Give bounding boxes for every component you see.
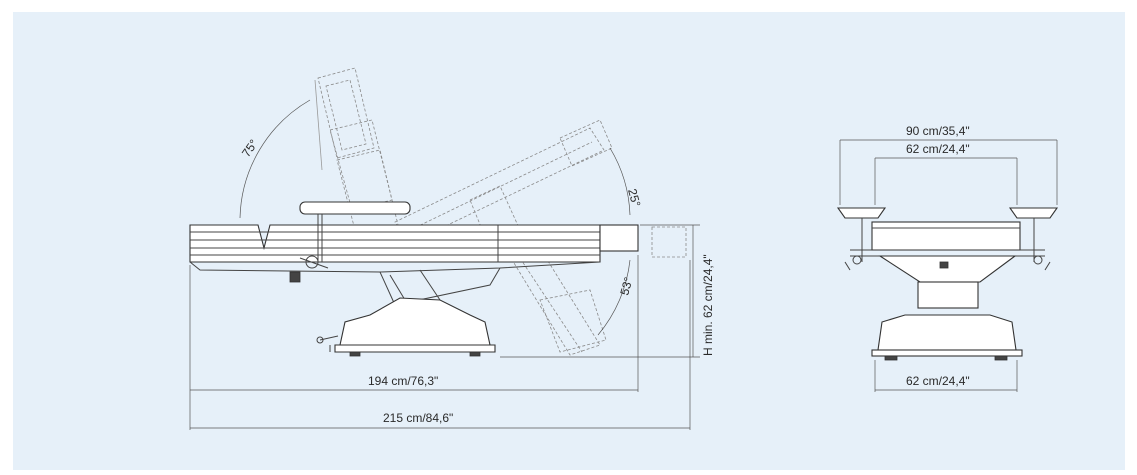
label-angle-leg-up: 25° (625, 187, 643, 208)
label-angle-back: 75° (239, 137, 261, 160)
dim-height (500, 224, 700, 358)
lift-mechanism (289, 255, 501, 306)
front-view (836, 139, 1059, 392)
dim-length-total (190, 260, 691, 430)
dim-length-seat (189, 255, 639, 430)
label-width-inner: 62 cm/24,4" (906, 142, 970, 156)
arc-leg-down-angle (597, 259, 631, 336)
side-view (189, 67, 700, 430)
armrest (299, 201, 411, 262)
arc-back-angle (239, 99, 311, 219)
right-arm-pad (1008, 207, 1059, 219)
left-arm-pad (836, 207, 887, 219)
label-width-base: 62 cm/24,4" (906, 374, 970, 388)
arc-leg-angle (609, 147, 631, 216)
base (316, 297, 496, 357)
label-width-total: 90 cm/35,4" (906, 124, 970, 138)
label-length-seat: 194 cm/76,3" (368, 374, 438, 388)
label-height-min: H min. 62 cm/24,4" (701, 254, 715, 356)
label-length-total: 215 cm/84,6" (383, 411, 453, 425)
bed-surface (189, 224, 687, 273)
label-angle-leg-down: 53° (617, 275, 635, 296)
